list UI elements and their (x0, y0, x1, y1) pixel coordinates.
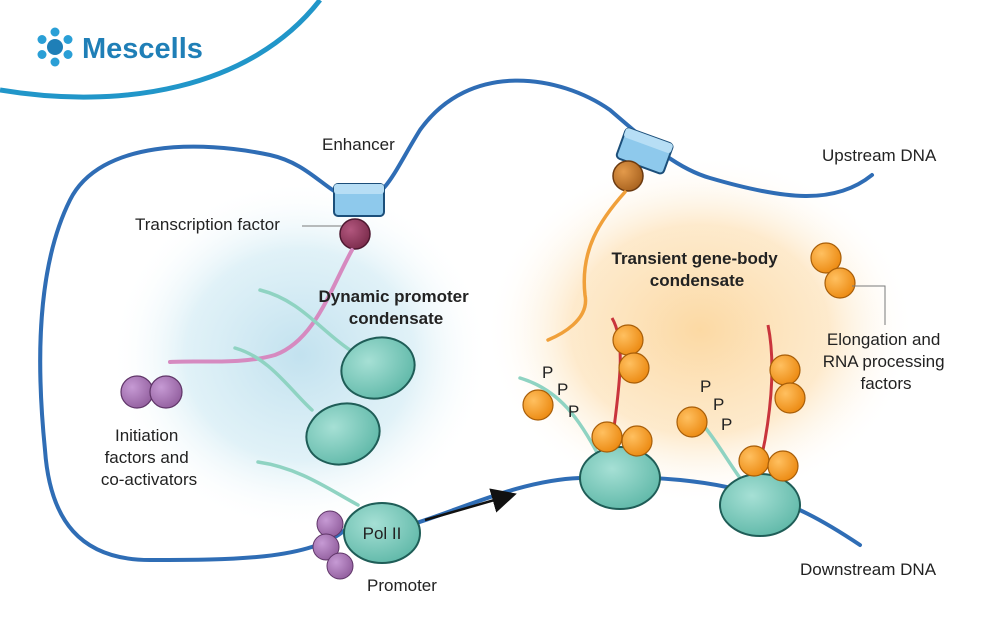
label-elongation-factors-line: factors (860, 374, 911, 393)
phospho-label: P (557, 380, 568, 399)
polymerase-blob (305, 402, 381, 466)
ctd-tail (233, 346, 314, 412)
elongation-factor-cluster (522, 324, 653, 457)
ctd-tail (258, 288, 352, 352)
ctd-tail-elongating (518, 376, 602, 460)
label-transcription-factor: Transcription factor (135, 215, 280, 234)
upstream-factor-tail (546, 190, 627, 342)
label-initiation-factors-line: co-activators (101, 470, 197, 489)
elongation-factors-icon (810, 242, 856, 299)
phospho-label: P (700, 377, 711, 396)
phospho-label: P (568, 402, 579, 421)
phospho-label: P (721, 415, 732, 434)
label-dynamic-condensate-line: condensate (349, 309, 443, 328)
dynamic-promoter-glow (110, 180, 490, 530)
label-initiation-factors-line: Initiation (115, 426, 178, 445)
brand-arc (0, 0, 322, 100)
ctd-tail (256, 460, 360, 507)
activation-domain-tail (168, 248, 354, 364)
transcription-factor-upstream (612, 160, 644, 192)
promoter-purple-cluster (312, 510, 354, 580)
transcription-direction-arrow (424, 488, 517, 522)
label-enhancer: Enhancer (322, 135, 395, 154)
pol-ii-elongating (579, 446, 661, 510)
label-promoter: Promoter (367, 576, 437, 595)
brand-name: Mescells (82, 33, 203, 65)
pol-ii-elongating (719, 473, 801, 537)
phospho-label: P (542, 363, 553, 382)
mescells-logo-icon (37, 27, 73, 67)
label-upstream-dna: Upstream DNA (822, 146, 937, 165)
label-transient-condensate: Transient gene-body condensate (612, 249, 783, 290)
polymerase-blob (340, 336, 416, 400)
label-transient-condensate-line: Transient gene-body (612, 249, 779, 268)
label-elongation-factors-line: Elongation and (827, 330, 940, 349)
label-initiation-factors-line: factors and (105, 448, 189, 467)
label-elongation-factors: Elongation and RNA processing factors (823, 330, 950, 393)
phospho-label: P (713, 395, 724, 414)
initiation-factors-icon (120, 375, 183, 409)
label-dynamic-condensate: Dynamic promoter condensate (319, 287, 474, 328)
label-elongation-factors-line: RNA processing (823, 352, 945, 371)
elongation-factor-cluster (676, 354, 806, 482)
label-initiation-factors: Initiation factors and co-activators (101, 426, 197, 489)
label-pol-ii: Pol II (363, 524, 402, 543)
enhancer-box (333, 183, 385, 217)
pol-ii-promoter (343, 502, 421, 564)
label-downstream-dna: Downstream DNA (800, 560, 937, 579)
label-dynamic-condensate-line: Dynamic promoter (319, 287, 470, 306)
transcription-factor (339, 218, 371, 250)
leader-elongation-factors (852, 285, 886, 325)
label-transient-condensate-line: condensate (650, 271, 744, 290)
